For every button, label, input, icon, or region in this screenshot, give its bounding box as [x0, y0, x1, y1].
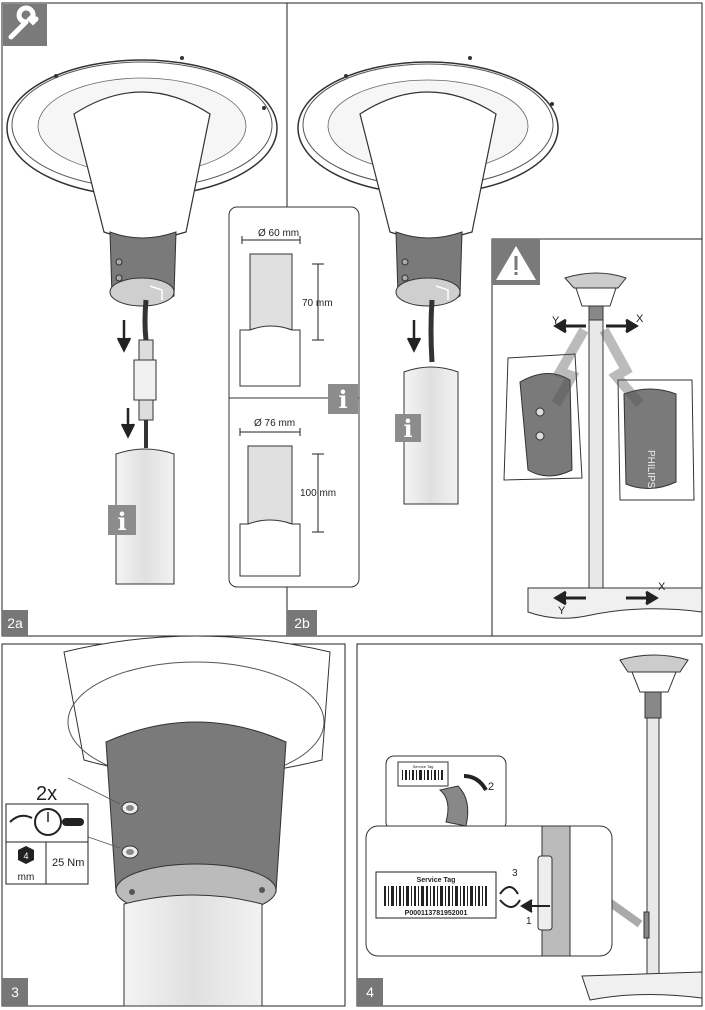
dimension-info-box: Ø 60 mm 70 mm Ø 76 mm 100 mm i	[228, 206, 360, 588]
step-badge-2b: 2b	[287, 610, 317, 636]
panel-3: 2x 4 mm 25 Nm 3	[1, 635, 346, 1007]
svg-text:PHILIPS: PHILIPS	[645, 450, 656, 489]
service-tag-code: P000113781952001	[405, 910, 468, 917]
dim-diameter-top: Ø 60 mm	[258, 228, 299, 239]
step-badge-4: 4	[357, 978, 383, 1006]
torque-wrench-icon	[9, 808, 84, 836]
svg-text:2: 2	[488, 781, 494, 793]
svg-text:2a: 2a	[7, 615, 23, 631]
coupler-2a	[133, 339, 157, 421]
svg-text:4: 4	[23, 851, 28, 861]
dim-length-top: 70 mm	[302, 298, 333, 309]
warning-icon	[492, 239, 540, 285]
svg-text:1: 1	[526, 916, 532, 927]
service-tag: Service Tag P000113781952001	[375, 871, 497, 919]
svg-text:i: i	[338, 385, 347, 414]
screw-count: 2x	[36, 783, 57, 805]
luminaire-2a	[6, 56, 278, 307]
wrench-icon	[3, 4, 47, 46]
info-icon: i	[328, 384, 358, 414]
pole-2a	[115, 448, 175, 585]
service-tag-small: Service Tag	[397, 761, 449, 787]
svg-text:X: X	[636, 313, 644, 325]
panel-4: Service Tag 2 Service Tag P0001137819520…	[356, 643, 703, 1007]
svg-text:3: 3	[512, 868, 518, 879]
pole-2b	[403, 366, 459, 505]
dim-diameter-bottom: Ø 76 mm	[254, 418, 295, 429]
torque-value: 25 Nm	[52, 857, 84, 869]
hex-key-icon: 4	[18, 846, 34, 864]
barcode	[384, 886, 487, 906]
svg-text:Y: Y	[552, 315, 560, 327]
svg-text:3: 3	[11, 984, 19, 1000]
warning-panel: Y X PHILIPS Y X	[491, 238, 703, 637]
svg-text:Y: Y	[558, 605, 566, 617]
grub-screw-2	[121, 845, 139, 859]
svg-text:i: i	[117, 507, 126, 536]
svg-text:Service Tag: Service Tag	[413, 764, 434, 769]
info-icon: i	[395, 414, 421, 443]
luminaire-2b	[297, 56, 559, 307]
panel-2b: i 2b	[287, 56, 559, 636]
dim-length-bottom: 100 mm	[300, 488, 336, 499]
step-badge-3: 3	[2, 978, 28, 1006]
service-tag-title: Service Tag	[417, 877, 456, 884]
panel-2a: i 2a	[2, 56, 278, 636]
svg-text:i: i	[403, 414, 412, 443]
info-icon: i	[108, 505, 136, 536]
grub-screw-1	[121, 801, 139, 815]
svg-text:4: 4	[366, 984, 374, 1000]
svg-text:mm: mm	[18, 872, 35, 883]
svg-text:2b: 2b	[294, 615, 310, 631]
step-badge-2a: 2a	[2, 610, 28, 636]
svg-text:X: X	[658, 581, 666, 593]
